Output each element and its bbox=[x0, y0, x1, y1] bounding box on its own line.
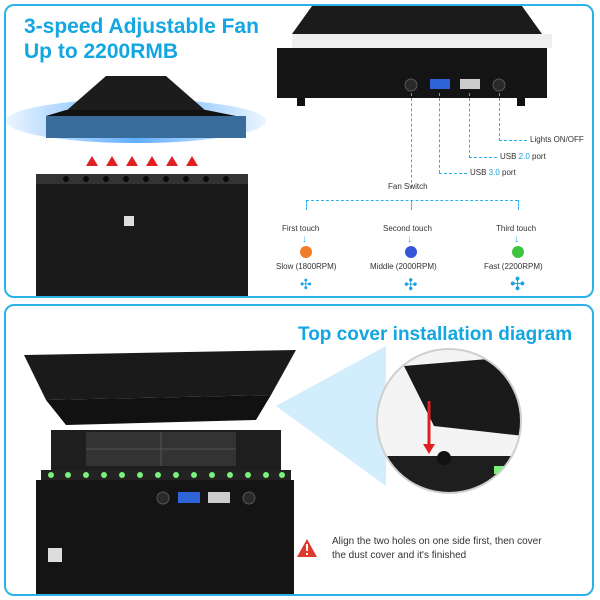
middle-speed-label: Middle (2000RPM) bbox=[370, 262, 437, 271]
middle-speed-indicator-icon bbox=[405, 246, 417, 258]
console-fan-illustration bbox=[6, 76, 266, 296]
usb2-label: USB 2.0 port bbox=[500, 152, 546, 161]
zoom-beam bbox=[276, 346, 386, 486]
installation-title: Top cover installation diagram bbox=[298, 324, 573, 345]
slow-speed-label: Slow (1800RPM) bbox=[276, 262, 337, 271]
zoom-detail-circle bbox=[376, 348, 522, 494]
fan-base-ports-illustration bbox=[277, 6, 552, 106]
first-touch-arrow-icon: ↓ bbox=[302, 234, 307, 245]
instruction-line1: Align the two holes on one side first, t… bbox=[332, 536, 542, 547]
warning-icon bbox=[297, 539, 317, 557]
fan-switch-label: Fan Switch bbox=[388, 182, 428, 191]
usb2-leader-h bbox=[469, 157, 497, 158]
third-touch-label: Third touch bbox=[496, 224, 537, 233]
usb3-leader bbox=[439, 93, 440, 173]
lights-label: Lights ON/OFF bbox=[530, 135, 584, 144]
fan-speed-title-line2: Up to 2200RMB bbox=[24, 40, 179, 63]
installation-panel: Top cover installation diagram bbox=[4, 304, 594, 596]
speed-bracket-right bbox=[518, 200, 519, 210]
fan-icon: ✣ bbox=[300, 276, 312, 292]
usb3-label: USB 3.0 port bbox=[470, 168, 516, 177]
first-touch-label: First touch bbox=[282, 224, 320, 233]
fast-speed-label: Fast (2200RPM) bbox=[484, 262, 543, 271]
fan-icon: ✣ bbox=[510, 274, 526, 294]
lights-leader bbox=[499, 93, 500, 141]
second-touch-arrow-icon: ↓ bbox=[407, 234, 412, 245]
speed-bracket-mid bbox=[411, 200, 412, 210]
fan-speed-title-line1: 3-speed Adjustable Fan bbox=[24, 15, 259, 38]
third-touch-arrow-icon: ↓ bbox=[514, 234, 519, 245]
instruction-line2: the dust cover and it's finished bbox=[332, 550, 467, 561]
speed-bracket bbox=[306, 200, 518, 201]
lights-leader-h bbox=[499, 140, 527, 141]
slow-speed-indicator-icon bbox=[300, 246, 312, 258]
usb3-leader-h bbox=[439, 173, 467, 174]
second-touch-label: Second touch bbox=[383, 224, 432, 233]
usb2-leader bbox=[469, 93, 470, 158]
speed-bracket-left bbox=[306, 200, 307, 210]
fan-icon: ✣ bbox=[404, 277, 418, 294]
fast-speed-indicator-icon bbox=[512, 246, 524, 258]
fan-switch-leader bbox=[411, 93, 412, 188]
installation-illustration bbox=[24, 350, 296, 594]
fan-speed-panel: 3-speed Adjustable Fan Up to 2200RMB bbox=[4, 4, 594, 298]
